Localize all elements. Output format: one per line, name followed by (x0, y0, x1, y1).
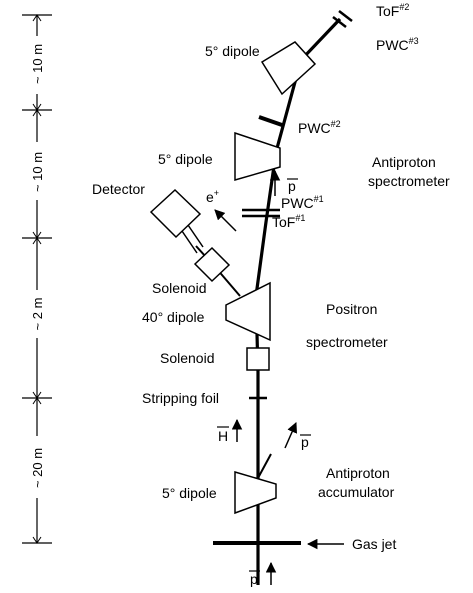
pbar-arrow-side (284, 422, 297, 449)
detector-label: Detector (92, 181, 145, 197)
dipole-top-label: 5° dipole (205, 43, 260, 59)
pbar-side-branch (257, 453, 272, 479)
antiproton-accumulator-label-1: Antiproton (326, 465, 390, 481)
dipole-upper (234, 131, 281, 181)
scale-arrow (32, 109, 42, 117)
pbar-label-side: p (301, 434, 309, 450)
scale-label-1: ~ 10 m (30, 44, 45, 84)
hbar-label: H (218, 428, 228, 444)
pwc1-label: PWC#1 (281, 194, 324, 211)
positron-arrow (214, 209, 237, 232)
dipole-upper-label: 5° dipole (158, 151, 213, 167)
solenoid-lower (246, 347, 270, 371)
tof2-label: ToF#2 (376, 2, 409, 19)
scale-arrow (32, 397, 42, 405)
positron-spectrometer-label-2: spectrometer (306, 334, 388, 350)
tof2-detector (332, 10, 353, 28)
antiproton-accumulator-label-2: accumulator (318, 484, 395, 500)
solenoid-lower-label: Solenoid (160, 350, 215, 366)
pbar-label-mid: p (288, 178, 296, 194)
stripping-foil-label: Stripping foil (142, 390, 219, 406)
pbar-label-bottom: p (250, 571, 258, 587)
solenoid-upper (193, 246, 231, 283)
dipole-40-label: 40° dipole (142, 309, 205, 325)
scale-arrow (32, 536, 42, 544)
scale-arrow (32, 237, 42, 245)
pwc3-label: PWC#3 (376, 36, 419, 53)
antiproton-spectrometer-label-2: spectrometer (368, 173, 450, 189)
scale-label-3: ~ 2 m (30, 298, 45, 331)
dipole-40 (225, 281, 271, 342)
scale-arrow (32, 14, 42, 22)
detector-connector (181, 230, 198, 254)
dipole-bottom (234, 470, 277, 515)
gas-jet-label: Gas jet (352, 536, 396, 552)
scale-label-4: ~ 20 m (30, 448, 45, 488)
antiproton-spectrometer-label-1: Antiproton (372, 154, 436, 170)
detector-box (149, 188, 202, 239)
tof1-label: ToF#1 (272, 213, 305, 230)
pwc2-detector (258, 115, 283, 127)
positron-label: e+ (206, 188, 219, 205)
dipole-top (260, 41, 317, 96)
pwc2-label: PWC#2 (298, 119, 341, 136)
detector-connector (187, 224, 204, 248)
solenoid-upper-label: Solenoid (152, 280, 207, 296)
positron-spectrometer-label-1: Positron (326, 301, 377, 317)
distance-scale: ~ 10 m ~ 10 m ~ 2 m ~ 20 m (22, 14, 52, 544)
scale-label-2: ~ 10 m (30, 152, 45, 192)
dipole-bottom-label: 5° dipole (162, 485, 217, 501)
